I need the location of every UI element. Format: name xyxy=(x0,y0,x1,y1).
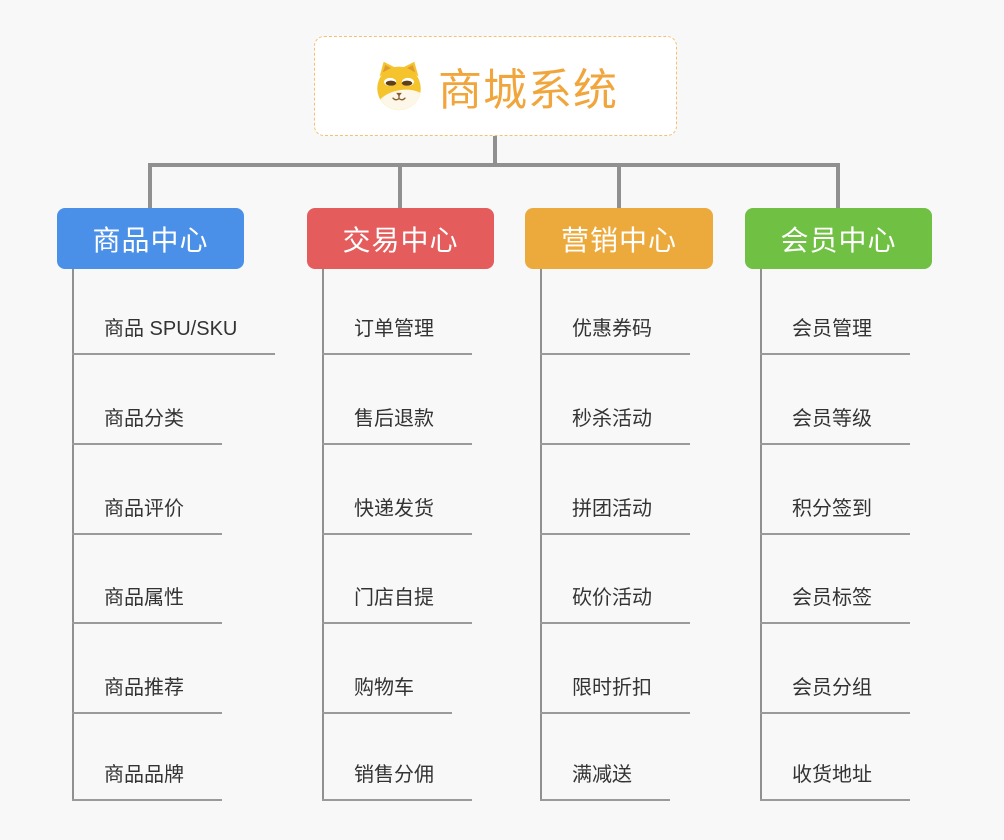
branch-marketing-center[interactable]: 营销中心 xyxy=(525,208,713,269)
leaf-item[interactable]: 收货地址 xyxy=(760,761,910,801)
connector-drop-product xyxy=(148,163,152,209)
leaf-item[interactable]: 购物车 xyxy=(322,674,452,714)
branch-product-center[interactable]: 商品中心 xyxy=(57,208,244,269)
connector-root-drop xyxy=(493,136,497,167)
connector-drop-marketing xyxy=(617,163,621,209)
root-node[interactable]: 商城系统 xyxy=(314,36,677,136)
leaf-item[interactable]: 秒杀活动 xyxy=(540,405,690,445)
connector-vline-trade xyxy=(322,269,324,801)
leaf-item[interactable]: 订单管理 xyxy=(322,315,472,355)
branch-trade-center[interactable]: 交易中心 xyxy=(307,208,494,269)
connector-vline-member xyxy=(760,269,762,801)
root-title: 商城系统 xyxy=(438,66,618,115)
leaf-item[interactable]: 会员标签 xyxy=(760,584,910,624)
leaf-item[interactable]: 限时折扣 xyxy=(540,674,690,714)
connector-horizontal xyxy=(148,163,840,167)
branch-member-center[interactable]: 会员中心 xyxy=(745,208,932,269)
leaf-item[interactable]: 销售分佣 xyxy=(322,761,472,801)
leaf-item[interactable]: 门店自提 xyxy=(322,584,472,624)
leaf-item[interactable]: 售后退款 xyxy=(322,405,472,445)
leaf-item[interactable]: 积分签到 xyxy=(760,495,910,535)
connector-vline-marketing xyxy=(540,269,542,801)
connector-vline-product xyxy=(72,269,74,801)
leaf-item[interactable]: 拼团活动 xyxy=(540,495,690,535)
leaf-item[interactable]: 商品评价 xyxy=(72,495,222,535)
leaf-item[interactable]: 满减送 xyxy=(540,761,670,801)
connector-drop-trade xyxy=(398,163,402,209)
doge-icon xyxy=(373,61,425,111)
leaf-item[interactable]: 会员等级 xyxy=(760,405,910,445)
leaf-item[interactable]: 商品品牌 xyxy=(72,761,222,801)
leaf-item[interactable]: 商品分类 xyxy=(72,405,222,445)
leaf-item[interactable]: 会员分组 xyxy=(760,674,910,714)
leaf-item[interactable]: 商品属性 xyxy=(72,584,222,624)
connector-drop-member xyxy=(836,163,840,209)
leaf-item[interactable]: 优惠券码 xyxy=(540,315,690,355)
leaf-item[interactable]: 商品推荐 xyxy=(72,674,222,714)
leaf-item[interactable]: 快递发货 xyxy=(322,495,472,535)
leaf-item[interactable]: 砍价活动 xyxy=(540,584,690,624)
leaf-item[interactable]: 商品 SPU/SKU xyxy=(72,315,276,355)
leaf-item[interactable]: 会员管理 xyxy=(760,315,910,355)
